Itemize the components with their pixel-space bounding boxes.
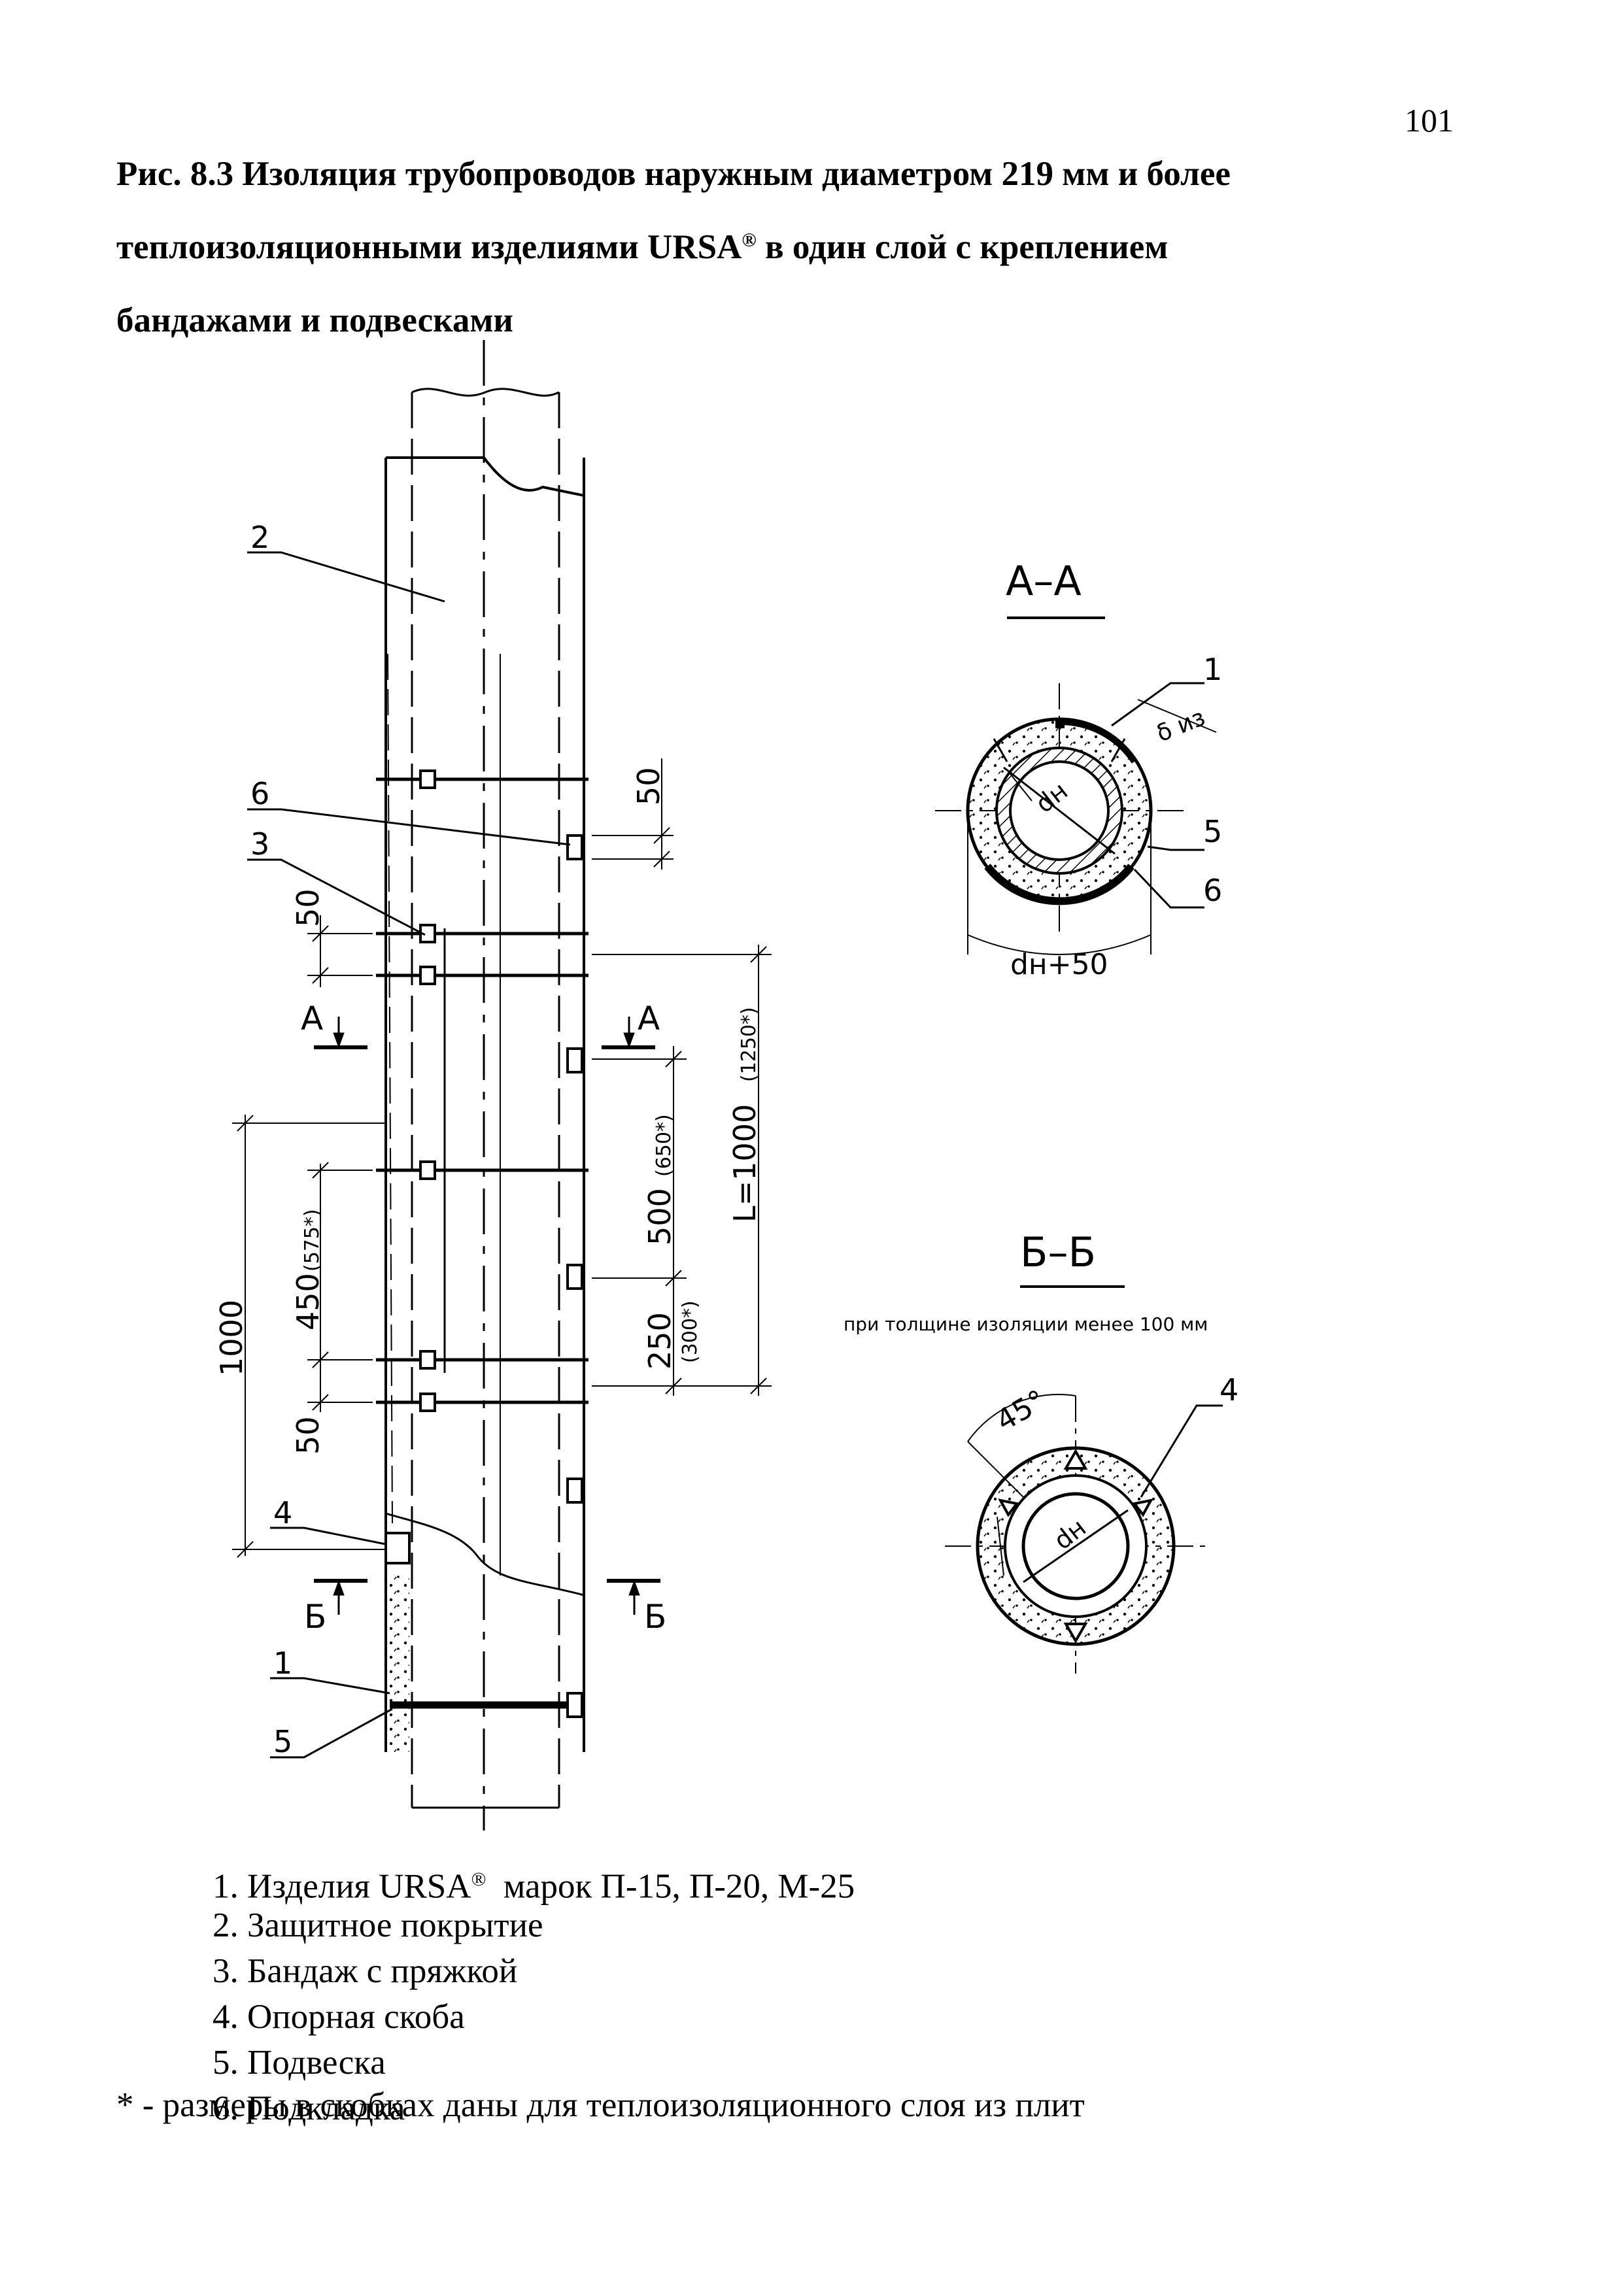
buckle: [419, 769, 436, 789]
dim-450: 450: [290, 1273, 326, 1330]
legend-item-2: 2. Защитное покрытие: [213, 1906, 543, 1944]
section-aa: А–А dн δ из 1: [935, 557, 1222, 981]
dim-50-left-bottom: 50: [290, 1416, 326, 1455]
callout-3: 3: [250, 826, 269, 862]
dim-50-right: 50: [631, 767, 666, 805]
dim-50-left-top: 50: [290, 888, 326, 927]
dim-500-alt: (650*): [653, 1114, 675, 1177]
dim-L: L=1000: [727, 1104, 762, 1223]
dim-450-alt: (575*): [301, 1209, 324, 1272]
aa-callout-6: 6: [1203, 873, 1222, 908]
aa-delta-label: δ из: [1153, 704, 1209, 747]
registered-mark: ®: [471, 1868, 486, 1890]
figure-title: Рис. 8.3 Изоляция трубопроводов наружным…: [116, 137, 1522, 357]
dim-L-alt: (1250*): [738, 1007, 760, 1082]
dim-1000: 1000: [214, 1300, 249, 1376]
callout-1: 1: [273, 1646, 292, 1681]
aa-callout-5: 5: [1203, 814, 1222, 849]
section-aa-title: А–А: [1006, 557, 1082, 605]
cover-cut: [386, 456, 585, 497]
section-marks: [314, 1017, 660, 1615]
title-line-2a: теплоизоляционными изделиями URSA: [116, 228, 742, 266]
clamp: [566, 1264, 583, 1290]
legend-item-4: 4. Опорная скоба: [213, 1998, 465, 2036]
legend-item-6: 6. Подкладка: [213, 2089, 405, 2127]
section-mark-a-left: А: [301, 1000, 323, 1038]
pipe-top-break: [411, 388, 560, 397]
clamp: [566, 1477, 583, 1504]
dimension-lines: [232, 758, 772, 1558]
title-line-2b: в один слой с креплением: [756, 228, 1169, 266]
leader-lines: [247, 551, 571, 1759]
dim-250: 250: [642, 1312, 677, 1370]
callout-2: 2: [250, 520, 269, 555]
buckle: [419, 1393, 436, 1412]
aa-dn50-label: dн+50: [1010, 948, 1108, 981]
clamp: [566, 1047, 583, 1073]
buckle: [419, 1350, 436, 1370]
insulation-section: [390, 1576, 409, 1752]
title-line-3: бандажами и подвесками: [116, 301, 513, 339]
section-mark-b-left: Б: [304, 1598, 326, 1636]
bb-angle-label: 45°: [991, 1383, 1051, 1438]
section-bb-title: Б–Б: [1020, 1228, 1096, 1276]
page-number: 101: [1405, 102, 1454, 139]
technical-drawing: 2 6 3 4 1 5 А А Б Б: [214, 340, 1238, 1831]
dim-500: 500: [642, 1188, 677, 1245]
clamp: [566, 834, 583, 860]
callouts-elevation: 2 6 3 4 1 5: [250, 520, 292, 1759]
band-group: [376, 777, 589, 1404]
legend-item-5: 5. Подвеска: [213, 2044, 386, 2082]
callout-6: 6: [250, 776, 269, 811]
legend-item-3: 3. Бандаж с пряжкой: [213, 1952, 518, 1990]
pipe-elevation: [376, 340, 589, 1831]
buckle: [419, 966, 436, 985]
section-mark-b-right: Б: [644, 1598, 666, 1636]
section-bb: Б–Б при толщине изоляции менее 100 мм 45…: [844, 1228, 1238, 1674]
title-line-1: Рис. 8.3 Изоляция трубопроводов наружным…: [116, 155, 1231, 193]
section-mark-a-right: А: [638, 1000, 660, 1038]
bb-callout-4: 4: [1220, 1372, 1238, 1408]
aa-callout-1: 1: [1203, 652, 1222, 687]
dimension-texts: 50 50 50 450 (575*) 1000 500 (650*) 250 …: [214, 767, 762, 1455]
callout-5: 5: [273, 1724, 292, 1759]
cover-break-lower: [385, 1512, 585, 1596]
legend-item-1: 1. Изделия URSA® марок П-15, П-20, М-25: [213, 1867, 855, 1906]
buckle-group: [419, 769, 436, 1412]
section-bb-note: при толщине изоляции менее 100 мм: [844, 1313, 1208, 1335]
registered-mark: ®: [742, 229, 757, 251]
footnote: * - размеры в скобках даны для теплоизол…: [116, 2086, 1085, 2124]
dim-250-alt: (300*): [679, 1300, 702, 1363]
buckle: [419, 1160, 436, 1180]
callout-4: 4: [273, 1495, 292, 1530]
clamp-group: [566, 834, 583, 1718]
clamp: [566, 1692, 583, 1718]
support-bracket: [384, 1532, 411, 1564]
